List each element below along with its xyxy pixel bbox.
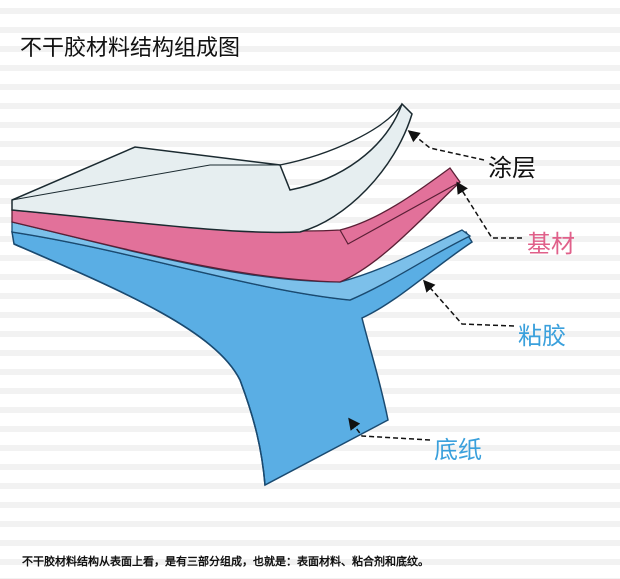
adhesive-leader — [423, 279, 515, 327]
liner-edge — [13, 243, 266, 486]
label-adhesive: 粘胶 — [518, 322, 566, 350]
label-liner: 底纸 — [434, 436, 482, 464]
coating-curl-edge — [279, 103, 403, 166]
coating-layer — [11, 102, 413, 234]
liner-leader — [348, 417, 431, 441]
label-substrate: 基材 — [527, 230, 575, 258]
coating-leader — [407, 130, 485, 161]
substrate-edge — [339, 181, 461, 245]
page-title: 不干胶材料结构组成图 — [20, 36, 241, 61]
adhesive-layer — [11, 221, 472, 301]
label-coating: 涂层 — [488, 154, 536, 182]
substrate-leader — [456, 181, 522, 239]
coating-edge — [11, 164, 280, 201]
caption: 不干胶材料结构从表面上看，是有三部分组成，也就是：表面材料、粘合剂和底纹。 — [22, 555, 429, 568]
